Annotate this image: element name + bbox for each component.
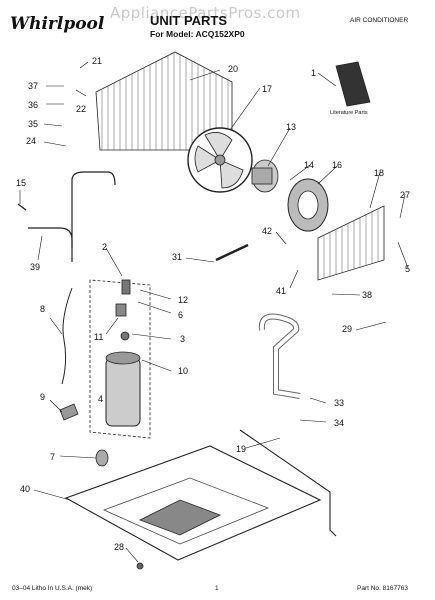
callout-41: 41 — [276, 286, 286, 296]
evaporator-coil — [317, 205, 385, 281]
callout-38: 38 — [362, 290, 372, 300]
callout-39: 39 — [30, 262, 40, 272]
model-label: For Model: ACQ152XP0 — [150, 29, 245, 39]
drain-trough — [239, 429, 337, 537]
callout-34: 34 — [334, 418, 344, 428]
callout-14: 14 — [304, 160, 314, 170]
callout-29: 29 — [342, 324, 352, 334]
footer-part-no: Part No. 8167763 — [357, 585, 408, 592]
callout-2: 2 — [102, 242, 107, 252]
thermistor — [215, 243, 249, 262]
blower-wheel — [287, 178, 329, 232]
brand-logo: Whirlpool — [10, 14, 105, 34]
base-pan — [64, 445, 322, 561]
bracket — [59, 403, 79, 421]
callout-6: 6 — [178, 310, 183, 320]
callout-3: 3 — [180, 334, 185, 344]
condenser-coil — [95, 51, 233, 151]
callout-35: 35 — [28, 119, 38, 129]
literature-label: Literature Parts — [330, 110, 368, 116]
callout-20: 20 — [228, 64, 238, 74]
callout-11: 11 — [94, 332, 103, 342]
fan-motor — [251, 159, 279, 193]
callout-8: 8 — [40, 304, 45, 314]
callout-1: 1 — [311, 68, 316, 78]
callout-27: 27 — [400, 190, 410, 200]
page-title: UNIT PARTS — [150, 13, 228, 28]
callout-labels: 1 2 3 4 5 6 7 8 9 10 11 12 13 14 15 16 1… — [16, 56, 410, 552]
product-type: AIR CONDITIONER — [350, 17, 409, 24]
callout-10: 10 — [178, 366, 188, 376]
suction-tube — [258, 313, 301, 399]
callout-18: 18 — [374, 168, 384, 178]
callout-28: 28 — [114, 542, 124, 552]
callout-5: 5 — [405, 264, 410, 274]
footer-page: 1 — [215, 585, 219, 592]
callout-17: 17 — [262, 84, 272, 94]
callout-15: 15 — [16, 178, 26, 188]
callout-19: 19 — [236, 444, 246, 454]
capillary-tube — [17, 171, 116, 262]
callout-21: 21 — [92, 56, 102, 66]
fan-blade — [187, 127, 253, 193]
compressor-assembly — [89, 279, 151, 439]
callout-31: 31 — [172, 252, 182, 262]
callout-13: 13 — [286, 122, 296, 132]
grommet — [95, 449, 109, 467]
callout-40: 40 — [20, 484, 30, 494]
wire-harness — [61, 287, 73, 385]
callout-33: 33 — [334, 398, 344, 408]
callout-4: 4 — [98, 394, 103, 404]
callout-16: 16 — [332, 160, 342, 170]
callout-7: 7 — [50, 452, 55, 462]
callout-22: 22 — [76, 104, 86, 114]
leader-lines — [19, 61, 409, 563]
callout-12: 12 — [178, 295, 188, 305]
callout-24: 24 — [26, 136, 36, 146]
footer-litho: 03–04 Litho In U.S.A. (mek) — [12, 585, 93, 592]
literature-booklet — [335, 61, 371, 107]
watermark: AppliancePartsPros.com — [110, 4, 301, 22]
callout-42: 42 — [262, 226, 272, 236]
screw — [136, 562, 144, 570]
callout-9: 9 — [40, 392, 45, 402]
callout-36: 36 — [28, 100, 38, 110]
callout-37: 37 — [28, 81, 38, 91]
